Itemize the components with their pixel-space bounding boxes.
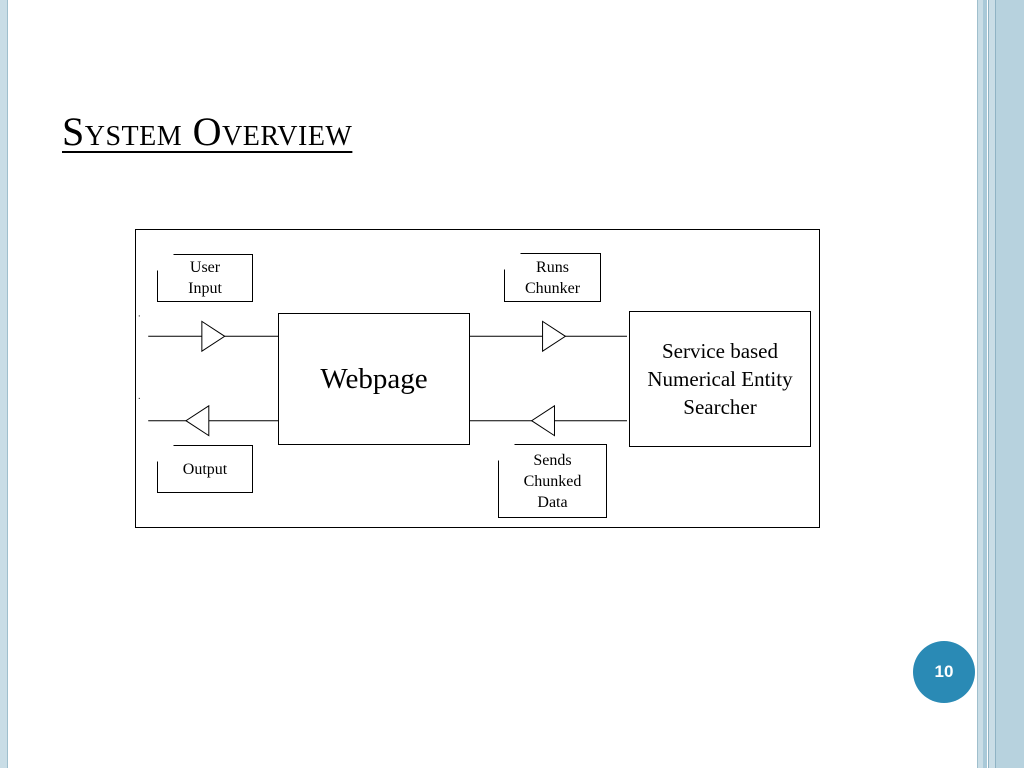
user-input-tag: User Input <box>157 254 253 302</box>
page-number-badge: 10 <box>913 641 975 703</box>
output-tag: Output <box>157 445 253 493</box>
webpage-label: Webpage <box>320 362 428 395</box>
response-arrow <box>530 404 555 437</box>
service-label-line: Numerical Entity <box>647 367 793 391</box>
tag-label-line: Sends <box>533 451 572 469</box>
tag-label-line: Chunked <box>523 472 582 490</box>
tag-label-line: Data <box>537 493 568 511</box>
service-node: Service based Numerical Entity Searcher <box>629 311 811 447</box>
right-border-rule <box>988 0 995 768</box>
webpage-node: Webpage <box>278 313 470 445</box>
right-border-rule <box>983 0 987 768</box>
tag-label-line: Chunker <box>524 279 581 297</box>
tag-label-line: Input <box>188 280 222 297</box>
tag-label-line: User <box>189 259 221 276</box>
service-label: Service based Numerical Entity Searcher <box>647 337 792 421</box>
input-arrow <box>201 320 226 353</box>
tag-label: Output <box>182 460 228 478</box>
service-label-line: Searcher <box>683 395 757 419</box>
request-arrow <box>542 320 567 353</box>
service-label-line: Service based <box>661 339 779 363</box>
tag-label-line: Runs <box>536 258 569 276</box>
output-arrow <box>185 404 210 437</box>
page-number: 10 <box>934 662 954 681</box>
sends-chunked-data-tag: Sends Chunked Data <box>498 444 607 518</box>
right-border-rule <box>995 0 1024 768</box>
left-border-rule <box>0 0 8 768</box>
system-overview-diagram: Webpage Service based Numerical Entity S… <box>135 229 820 528</box>
runs-chunker-tag: Runs Chunker <box>504 253 601 302</box>
right-border-rule <box>977 0 983 768</box>
slide-title: System Overview <box>62 109 353 154</box>
diagram-connectors <box>138 315 627 437</box>
